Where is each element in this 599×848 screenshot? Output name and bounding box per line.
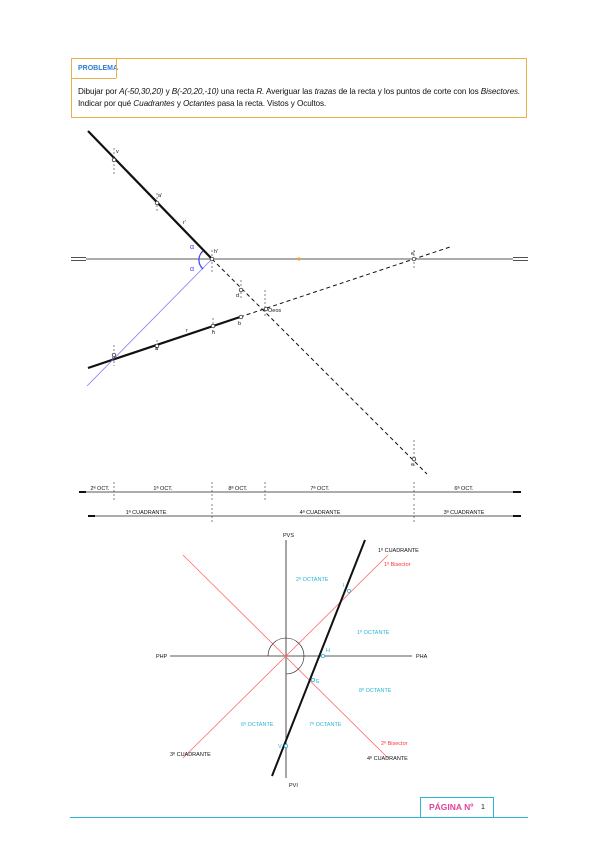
- symmetric-line: [86, 258, 213, 387]
- problem-label-rule-vertical: [116, 59, 117, 78]
- label-oct8: 8º OCTANTE: [359, 687, 392, 694]
- label-oct7: 7º OCTANTE: [309, 721, 342, 728]
- label-pha: PHA: [416, 654, 428, 660]
- profile-arc-lower: [285, 655, 305, 675]
- point-h-upper: [209, 256, 215, 262]
- profile-point-e: [310, 678, 315, 683]
- point-a-upper: [154, 200, 160, 206]
- point-d: [238, 287, 244, 293]
- label-r-upper: r': [183, 220, 186, 226]
- label-v-low: v: [112, 356, 115, 362]
- alpha-label-upper: α: [190, 244, 194, 251]
- label-point-h: H: [326, 648, 330, 654]
- label-r-lower: r: [186, 328, 188, 334]
- quad-cell-2: 4ª CUADRANTE: [300, 509, 341, 516]
- label-php: PHP: [156, 654, 168, 660]
- label-v-upper: v: [116, 149, 119, 155]
- label-cross: Oeos: [268, 308, 281, 314]
- upper-drawing: α α v a' r' h' d Oeos b: [71, 130, 528, 475]
- problem-box: PROBLEMA Dibujar por A(-50,30,20) y B(-2…: [71, 58, 527, 118]
- alpha-label-lower: α: [190, 266, 194, 273]
- label-q1: 1º CUADRANTE: [378, 547, 419, 554]
- profile-point-i: [346, 589, 351, 594]
- label-q3: 3º CUADRANTE: [170, 751, 211, 758]
- oct-cell-2: 1ª OCT.: [153, 485, 173, 492]
- range-bars: 2ª OCT. 1ª OCT. 8ª OCT. 7ª OCT. 6ª OCT. …: [79, 482, 521, 524]
- profile-point-h: [320, 654, 325, 659]
- oct-cell-5: 6ª OCT.: [454, 485, 474, 492]
- profile-point-v: [283, 744, 288, 749]
- quad-cell-1: 1ª CUADRANTE: [126, 509, 167, 516]
- label-q4: 4º CUADRANTE: [367, 755, 408, 762]
- label-h-upper: h': [214, 249, 218, 255]
- line-profile: [271, 539, 366, 777]
- second-bisector: [182, 554, 389, 759]
- label-d: d: [236, 293, 239, 299]
- profile-diagram: PVS PVI PHP PHA 1º CUADRANTE 1º Bisector…: [156, 533, 428, 789]
- line-r-horizontal-projection: [87, 315, 241, 370]
- footer-rule: [70, 817, 528, 818]
- point-b-mid: [238, 314, 244, 320]
- label-b-mid: b: [238, 321, 241, 327]
- line-r-vertical-hidden: [211, 258, 428, 475]
- label-pvs: PVS: [283, 533, 294, 539]
- page-label: PÁGINA Nº: [429, 802, 474, 812]
- problem-label: PROBLEMA: [78, 65, 119, 72]
- label-pvi: PVI: [289, 783, 298, 789]
- quad-cell-3: 3ª CUADRANTE: [444, 509, 485, 516]
- label-a-low: a: [155, 346, 159, 352]
- problem-statement: Dibujar por A(-50,30,20) y B(-20,20,-10)…: [78, 87, 521, 108]
- line-r-vertical-projection: [87, 130, 213, 260]
- label-point-v: V: [278, 744, 282, 750]
- point-v-low: [111, 352, 117, 358]
- label-point-i: I: [343, 583, 345, 589]
- label-oct2: 2º OCTANTE: [296, 576, 329, 583]
- label-right-v: e': [411, 251, 415, 257]
- point-a-low: [154, 343, 160, 349]
- page-number: 1: [481, 804, 485, 811]
- page-number-box: PÁGINA Nº 1: [420, 797, 494, 817]
- line-r-horizontal-hidden: [239, 246, 451, 318]
- oct-cell-1: 2ª OCT.: [90, 485, 110, 492]
- angle-arc: [198, 250, 204, 270]
- label-b-low: h: [212, 330, 215, 336]
- point-cross: [263, 306, 269, 312]
- label-right-low: e: [411, 462, 414, 468]
- label-a-upper: a': [158, 193, 162, 199]
- profile-arc-upper: [267, 637, 305, 657]
- origin-point: [297, 257, 301, 261]
- oct-cell-3: 8ª OCT.: [228, 485, 248, 492]
- problem-label-rule: [72, 78, 116, 79]
- point-right-low: [411, 456, 417, 462]
- label-bis1: 1º Bisector: [384, 561, 411, 568]
- label-bis2: 2º Bisector: [381, 740, 408, 747]
- label-point-e: E: [316, 679, 320, 685]
- point-right-v: [411, 256, 417, 262]
- oct-cell-4: 7ª OCT.: [310, 485, 330, 492]
- point-v-upper: [111, 157, 117, 163]
- label-oct1: 1º OCTANTE: [357, 629, 390, 636]
- label-oct6: 6º OCTANTE: [241, 721, 274, 728]
- point-b-low: [210, 323, 216, 329]
